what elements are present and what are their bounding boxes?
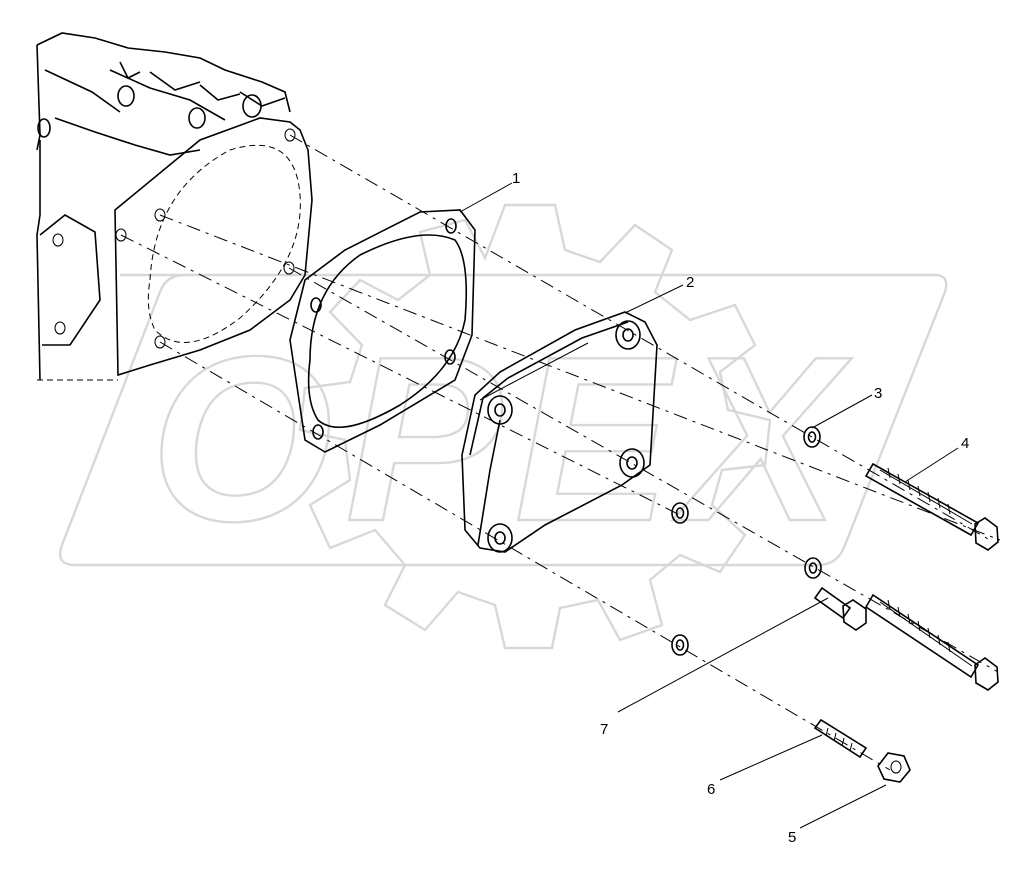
engine-housing [36, 32, 313, 381]
washers [671, 426, 822, 656]
callout-4: 4 [961, 435, 969, 452]
long-bolts [864, 462, 999, 691]
gasket [289, 209, 476, 453]
nut [877, 752, 911, 783]
cover-plate [461, 311, 658, 553]
callout-7: 7 [600, 721, 608, 738]
watermark-gear [298, 203, 772, 650]
watermark-banner [58, 273, 948, 567]
callout-5: 5 [788, 829, 796, 846]
short-bolt [813, 586, 867, 631]
leader-lines [459, 182, 959, 829]
watermark-text: OPEX [150, 307, 852, 570]
callout-6: 6 [707, 781, 715, 798]
callout-3: 3 [874, 385, 882, 402]
opex-watermark: OPEX [58, 203, 948, 650]
callout-2: 2 [686, 274, 694, 291]
stud [813, 718, 868, 759]
callout-1: 1 [512, 170, 520, 187]
callout-labels: 1 2 3 4 5 6 7 [512, 170, 969, 846]
